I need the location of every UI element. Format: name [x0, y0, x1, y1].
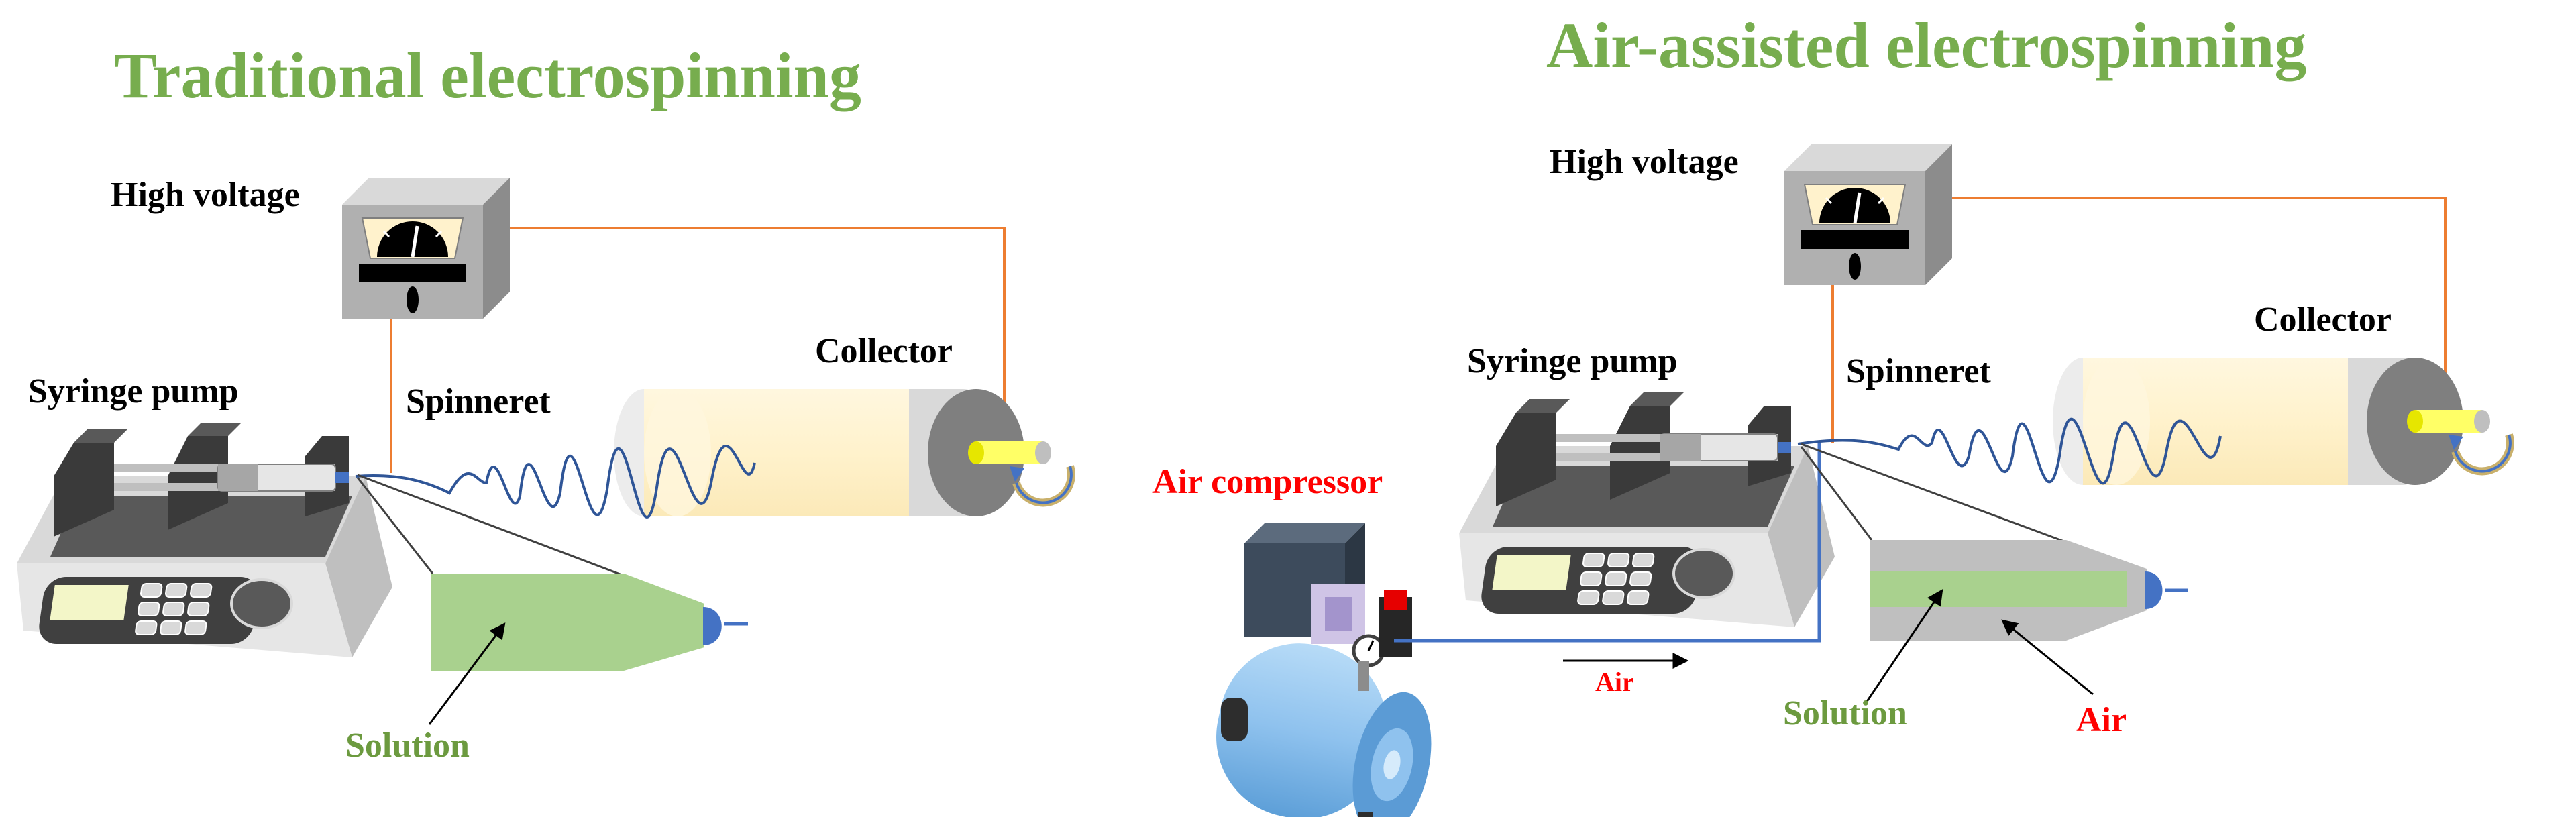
- right-air-label: Air: [2076, 701, 2127, 739]
- left-high-voltage-label: High voltage: [111, 176, 300, 214]
- left-syringe-pump: [15, 421, 394, 659]
- right-spinneret-label: Spinneret: [1846, 352, 1991, 390]
- right-title: Air-assisted electrospinning: [1546, 9, 2306, 81]
- right-air-line: [1394, 443, 1821, 643]
- left-fiber-jet: [355, 445, 756, 519]
- left-syringe-pump-label: Syringe pump: [28, 372, 239, 411]
- right-air-compressor-label: Air compressor: [1152, 463, 1383, 501]
- right-high-voltage-box: [1784, 144, 1952, 285]
- right-zoom-line-bottom: [1800, 446, 1873, 541]
- right-fiber-jet: [1797, 417, 2222, 485]
- right-air-arrow: [2001, 619, 2094, 696]
- right-syringe-pump-label: Syringe pump: [1467, 342, 1678, 380]
- right-collector-label: Collector: [2254, 301, 2392, 339]
- right-solution-arrow: [1864, 589, 1943, 705]
- left-zoom-line-top: [357, 474, 628, 578]
- left-collector-label: Collector: [815, 332, 953, 370]
- left-spinneret-label: Spinneret: [406, 382, 551, 421]
- left-collector-wire: [510, 227, 1006, 443]
- right-air-compressor: [1201, 523, 1444, 817]
- right-air-flow-label: Air: [1595, 667, 1634, 697]
- right-high-voltage-label: High voltage: [1550, 143, 1739, 181]
- left-solution-arrow: [428, 622, 506, 725]
- left-high-voltage-box: [342, 178, 510, 319]
- left-collector-drum: [614, 389, 1071, 516]
- left-spinneret-tip: [703, 607, 722, 645]
- right-collector-wire: [1952, 197, 2447, 409]
- right-collector-drum: [2053, 358, 2510, 485]
- left-solution-label: Solution: [345, 726, 470, 765]
- right-spinneret-tip: [2145, 571, 2163, 609]
- left-solution-chamber: [431, 574, 704, 671]
- right-solution-label: Solution: [1783, 694, 1907, 732]
- left-zoom-line-bottom: [356, 477, 434, 574]
- right-solution-core: [1870, 571, 2127, 607]
- left-title: Traditional electrospinning: [114, 40, 861, 111]
- right-syringe-pump: [1458, 391, 1836, 629]
- right-zoom-line-top: [1801, 443, 2070, 545]
